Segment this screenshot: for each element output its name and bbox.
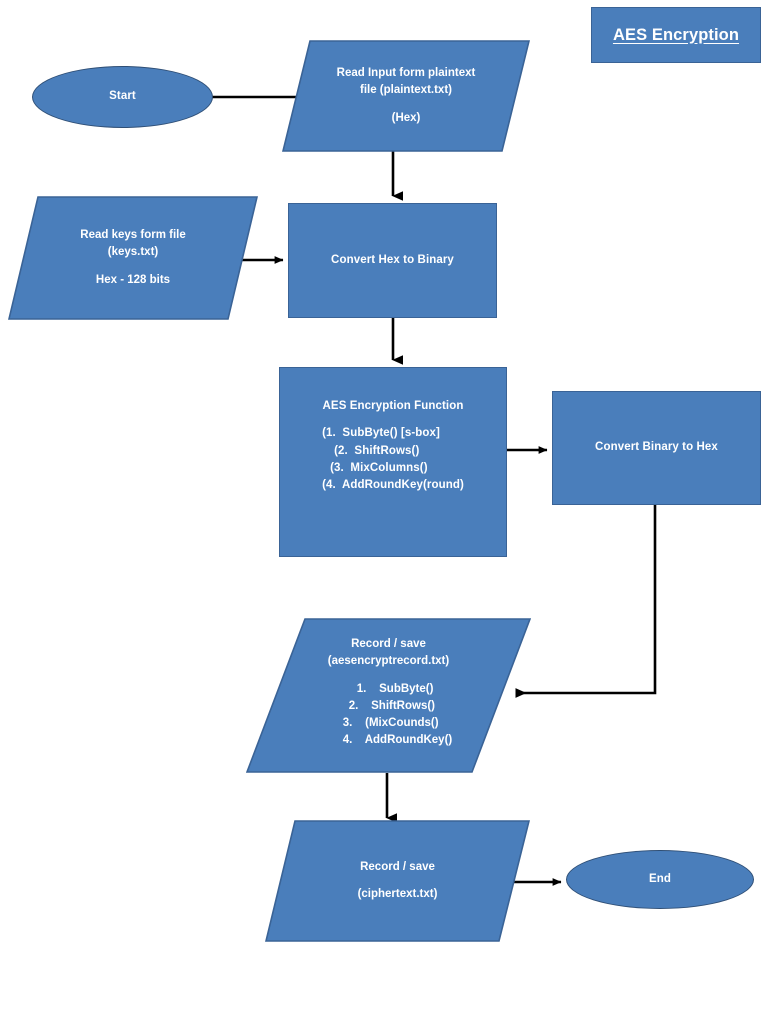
node-start[interactable]: Start bbox=[32, 66, 213, 128]
node-end[interactable]: End bbox=[566, 850, 754, 909]
node-aes-heading: AES Encryption Function bbox=[322, 400, 464, 412]
connector-convert-binary-to-record-log bbox=[515, 505, 657, 698]
node-convert-binary-to-hex-label: Convert Binary to Hex bbox=[595, 441, 718, 454]
parallelogram-shape bbox=[265, 820, 530, 942]
node-end-label: End bbox=[648, 872, 672, 885]
node-convert-hex-to-binary-label: Convert Hex to Binary bbox=[331, 253, 454, 266]
diagram-title-box: AES Encryption bbox=[591, 7, 761, 63]
node-aes-encryption-function[interactable]: AES Encryption Function (1. SubByte() [s… bbox=[279, 367, 507, 557]
parallelogram-shape bbox=[8, 196, 258, 320]
node-record-save-cipher[interactable]: Record / save (ciphertext.txt) bbox=[265, 820, 530, 942]
parallelogram-shape bbox=[246, 618, 531, 773]
parallelogram-shape bbox=[282, 40, 530, 152]
aes-step-list: (1. SubByte() [s-box] (2. ShiftRows() (3… bbox=[322, 425, 464, 494]
aes-step-item: (4. AddRoundKey(round) bbox=[322, 479, 464, 491]
node-convert-hex-to-binary[interactable]: Convert Hex to Binary bbox=[288, 203, 497, 318]
node-record-save-log[interactable]: Record / save (aesencryptrecord.txt) 1. … bbox=[246, 618, 531, 773]
node-read-keys[interactable]: Read keys form file (keys.txt) Hex - 128… bbox=[8, 196, 258, 320]
node-start-label: Start bbox=[109, 90, 136, 103]
aes-step-item: (1. SubByte() [s-box] bbox=[322, 427, 440, 440]
node-read-plaintext[interactable]: Read Input form plaintext file (plaintex… bbox=[282, 40, 530, 152]
aes-step-item: (2. ShiftRows() bbox=[334, 444, 420, 457]
aes-step-item: (3. MixColumns() bbox=[330, 461, 428, 474]
page-title: AES Encryption bbox=[612, 25, 740, 44]
node-convert-binary-to-hex[interactable]: Convert Binary to Hex bbox=[552, 391, 761, 505]
